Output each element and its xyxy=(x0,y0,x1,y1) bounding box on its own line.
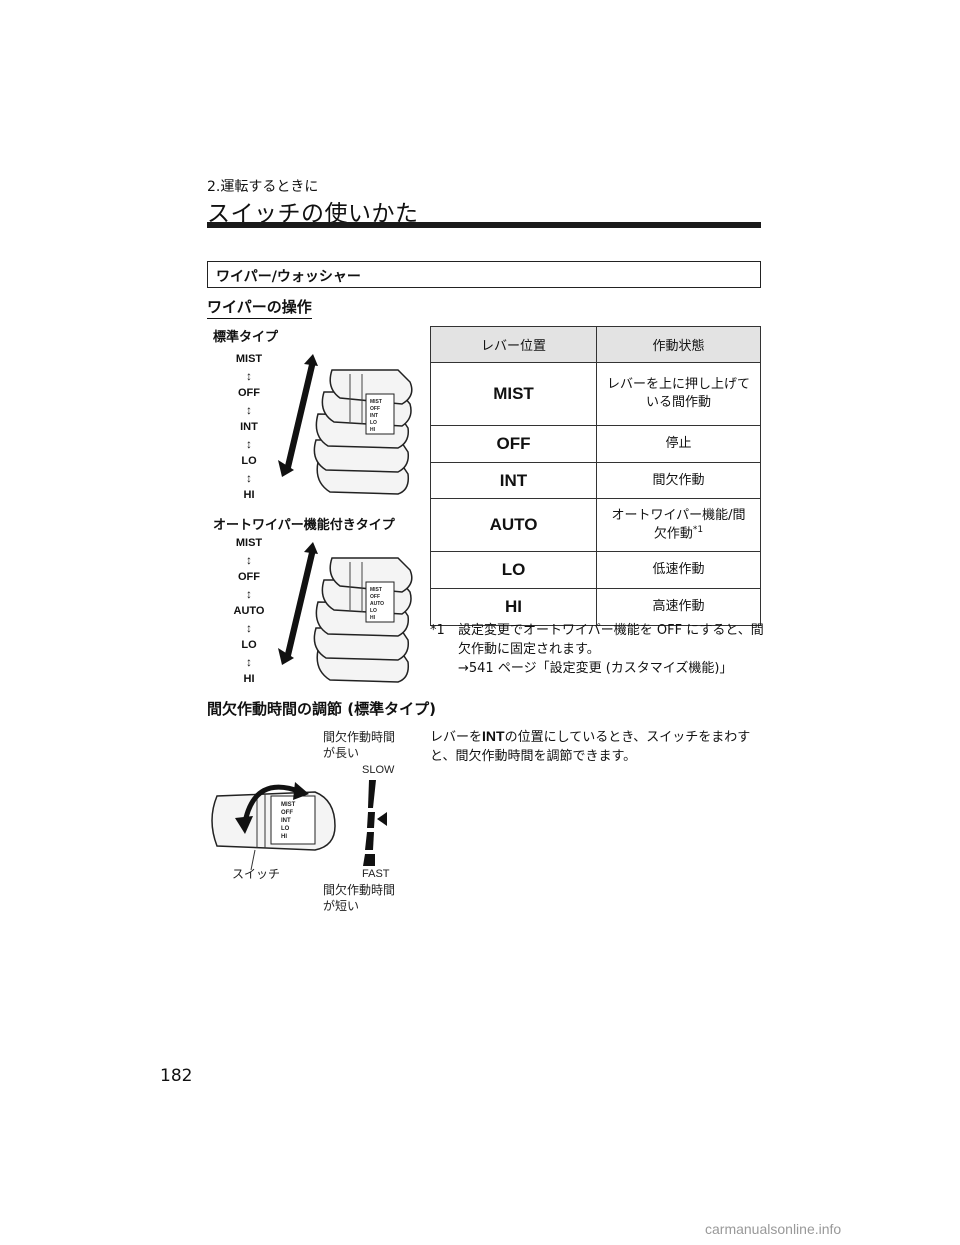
table-row: MIST レバーを上に押し上げている間作動 xyxy=(430,362,761,426)
position-off: OFF xyxy=(238,571,260,583)
footnote: *1 設定変更でオートワイパー機能を OFF にすると、間欠作動に固定されます。… xyxy=(430,622,770,679)
desc-text-pre: レバーを xyxy=(430,730,483,745)
updown-arrow-icon: ↕ xyxy=(246,655,252,669)
cell-state: 高速作動 xyxy=(596,588,761,626)
page-number: 182 xyxy=(160,1066,193,1086)
footnote-mark: *1 xyxy=(430,623,445,638)
int-position-badge: INT xyxy=(482,728,505,744)
title-rule xyxy=(207,222,761,228)
cell-position: MIST xyxy=(430,362,597,426)
short-interval-label: 間欠作動時間が短い xyxy=(323,883,396,914)
svg-text:MIST: MIST xyxy=(370,399,382,405)
state-text: オートワイパー機能/間欠作動 xyxy=(611,507,746,542)
auto-type-label: オートワイパー機能付きタイプ xyxy=(213,518,395,533)
table-row: OFF 停止 xyxy=(430,425,761,463)
svg-text:HI: HI xyxy=(281,834,287,840)
footnote-ref: *1 xyxy=(692,525,704,536)
table-row: HI 高速作動 xyxy=(430,588,761,626)
cell-position: INT xyxy=(430,462,597,499)
position-off: OFF xyxy=(238,387,260,399)
position-hi: HI xyxy=(243,489,255,501)
position-mist: MIST xyxy=(235,353,263,365)
updown-arrow-icon: ↕ xyxy=(246,621,252,635)
svg-text:AUTO: AUTO xyxy=(370,601,384,607)
table-row: AUTO オートワイパー機能/間欠作動*1 xyxy=(430,498,761,552)
updown-arrow-icon: ↕ xyxy=(246,471,252,485)
table-row: LO 低速作動 xyxy=(430,551,761,589)
header-lever-position: レバー位置 xyxy=(430,326,597,363)
cell-state: レバーを上に押し上げている間作動 xyxy=(596,362,761,426)
cell-position: AUTO xyxy=(430,498,597,552)
footnote-reference-link: →541 ページ「設定変更 (カスタマイズ機能)」 xyxy=(458,660,733,676)
table-header-row: レバー位置 作動状態 xyxy=(430,326,761,363)
svg-text:HI: HI xyxy=(370,615,376,621)
svg-text:MIST: MIST xyxy=(370,587,382,593)
table-row: INT 間欠作動 xyxy=(430,462,761,499)
position-lo: LO xyxy=(241,639,257,651)
header-operation-state: 作動状態 xyxy=(596,326,761,363)
svg-text:MIST: MIST xyxy=(281,802,296,808)
interval-description: レバーをINTの位置にしているとき、スイッチをまわすと、間欠作動時間を調節できま… xyxy=(430,726,760,767)
standard-position-list: MIST ↕ OFF ↕ INT ↕ LO ↕ HI xyxy=(224,352,274,502)
auto-position-list: MIST ↕ OFF ↕ AUTO ↕ LO ↕ HI xyxy=(224,536,274,686)
cell-position: LO xyxy=(430,551,597,589)
cell-state: 低速作動 xyxy=(596,551,761,589)
svg-text:LO: LO xyxy=(370,608,377,614)
standard-type-label: 標準タイプ xyxy=(213,330,279,345)
watermark: carmanualsonline.info xyxy=(705,1221,842,1237)
updown-arrow-icon: ↕ xyxy=(246,437,252,451)
svg-text:INT: INT xyxy=(370,413,378,419)
switch-label: スイッチ xyxy=(232,867,281,881)
subsection-wiper-operation: ワイパーの操作 xyxy=(207,296,312,319)
desc-text-post: の位置にしているとき、スイッチをまわすと、間欠作動時間を調節できます。 xyxy=(430,730,751,764)
position-lo: LO xyxy=(241,455,257,467)
svg-text:OFF: OFF xyxy=(370,406,380,412)
position-hi: HI xyxy=(243,673,255,685)
footnote-text: 設定変更でオートワイパー機能を OFF にすると、間欠作動に固定されます。 xyxy=(458,623,764,657)
cell-state: 停止 xyxy=(596,425,761,463)
updown-arrow-icon: ↕ xyxy=(246,403,252,417)
section-title: ワイパー/ウォッシャー xyxy=(207,261,761,288)
slow-label: SLOW xyxy=(362,764,395,776)
position-mist: MIST xyxy=(235,537,263,549)
updown-arrow-icon: ↕ xyxy=(246,553,252,567)
position-auto: AUTO xyxy=(233,605,265,617)
svg-text:LO: LO xyxy=(370,420,377,426)
fast-label: FAST xyxy=(362,868,390,880)
long-interval-label: 間欠作動時間が長い xyxy=(323,730,396,761)
subsection-interval-adjust: 間欠作動時間の調節 (標準タイプ) xyxy=(207,700,436,718)
updown-arrow-icon: ↕ xyxy=(246,587,252,601)
cell-position: OFF xyxy=(430,425,597,463)
updown-arrow-icon: ↕ xyxy=(246,369,252,383)
svg-text:OFF: OFF xyxy=(370,594,380,600)
chapter-label: 2.運転するときに xyxy=(207,179,319,195)
cell-state: オートワイパー機能/間欠作動*1 xyxy=(596,498,761,552)
cell-state: 間欠作動 xyxy=(596,462,761,499)
svg-text:HI: HI xyxy=(370,427,376,433)
position-int: INT xyxy=(240,421,258,433)
lever-position-table: レバー位置 作動状態 MIST レバーを上に押し上げている間作動 OFF 停止 … xyxy=(430,326,761,626)
svg-text:INT: INT xyxy=(281,818,291,824)
cell-position: HI xyxy=(430,588,597,626)
interval-switch-illustration: MIST OFF INT LO HI xyxy=(211,780,387,870)
svg-text:LO: LO xyxy=(281,826,290,832)
svg-text:OFF: OFF xyxy=(281,810,293,816)
